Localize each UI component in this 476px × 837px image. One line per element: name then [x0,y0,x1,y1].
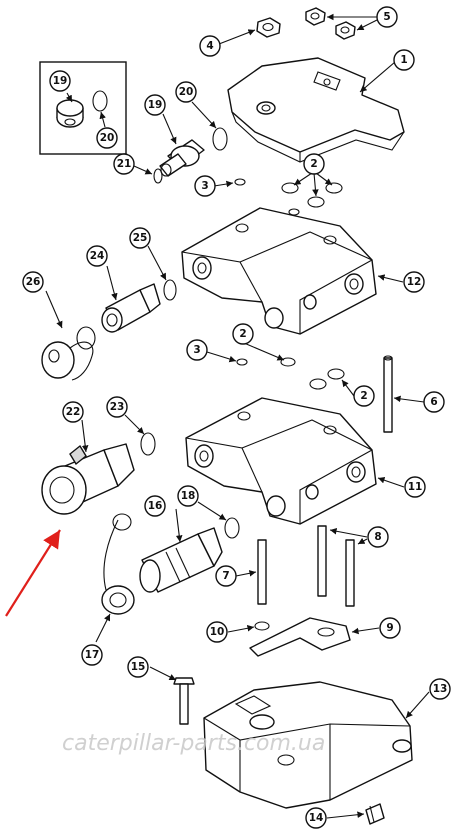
washer-part-10 [254,621,270,631]
callout-18: 18 [177,485,199,507]
seal-ring-part-25 [163,279,177,301]
svg-text:22: 22 [66,406,81,418]
svg-text:10: 10 [210,626,225,638]
callout-25: 25 [129,227,151,249]
svg-text:2: 2 [310,158,317,170]
seal-ring-part-21 [153,168,163,184]
callout-6: 6 [423,391,445,413]
valve-section-part-12 [181,207,377,335]
callout-2-middle: 2 [232,323,254,345]
svg-text:11: 11 [408,481,423,493]
svg-text:24: 24 [90,250,105,262]
callout-22: 22 [62,401,84,423]
bracket-part-9 [249,617,351,657]
base-plate-part-13 [203,681,413,809]
coupling-part-24 [101,283,161,333]
callout-2-upper: 2 [303,153,325,175]
stud-part-7 [257,539,267,605]
svg-text:3: 3 [193,344,200,356]
cover-plate-part-1 [227,57,405,163]
callout-24: 24 [86,245,108,267]
seal-ring-part-20 [212,127,228,151]
svg-text:20: 20 [100,132,115,144]
svg-text:16: 16 [148,500,163,512]
callout-8: 8 [367,526,389,548]
svg-text:25: 25 [133,232,148,244]
dust-cap-part-17 [101,513,135,615]
o-rings-part-2-lower [309,368,345,390]
svg-text:2: 2 [239,328,246,340]
callout-12: 12 [403,271,425,293]
callout-19: 19 [144,94,166,116]
svg-text:18: 18 [181,490,196,502]
nut-part-5b [335,21,356,40]
callout-21: 21 [113,153,135,175]
tie-rod-part-6 [383,355,393,433]
callout-11: 11 [404,476,426,498]
svg-text:19: 19 [53,75,68,87]
callout-20: 20 [175,81,197,103]
svg-text:2: 2 [360,390,367,402]
ring-part-3a [234,178,246,186]
svg-text:12: 12 [407,276,422,288]
callout-23: 23 [106,396,128,418]
callout-3-lower: 3 [186,339,208,361]
svg-text:15: 15 [131,661,146,673]
svg-text:9: 9 [386,622,393,634]
svg-text:1: 1 [400,54,407,66]
callout-15: 15 [127,656,149,678]
callout-9: 9 [379,617,401,639]
nut-part-5a [305,7,326,26]
svg-text:4: 4 [206,40,213,52]
callout-2-lower: 2 [353,385,375,407]
svg-text:6: 6 [430,396,437,408]
callout-1: 1 [393,49,415,71]
svg-text:23: 23 [110,401,125,413]
svg-text:14: 14 [309,812,324,824]
callout-16: 16 [144,495,166,517]
dust-cap-part-26 [41,326,96,381]
svg-text:13: 13 [433,683,448,695]
bolt-part-15 [173,677,195,725]
callout-19-inset: 19 [49,70,71,92]
o-ring-part-2-mid [280,357,296,367]
svg-text:7: 7 [222,570,229,582]
callout-7: 7 [215,565,237,587]
watermark-text: caterpillar-parts.com.ua [62,731,325,756]
o-rings-part-2-upper [281,182,343,208]
svg-text:21: 21 [117,158,132,170]
highlight-arrow [5,529,61,617]
coupler-part-22 [41,443,135,515]
callout-5: 5 [376,6,398,28]
valve-section-part-11 [185,397,377,525]
svg-text:19: 19 [148,99,163,111]
callout-20-inset: 20 [96,127,118,149]
svg-text:5: 5 [383,11,390,23]
callout-13: 13 [429,678,451,700]
callout-3-upper: 3 [194,175,216,197]
plug-part-14 [365,803,385,825]
callout-4: 4 [199,35,221,57]
coupling-part-16 [139,527,223,593]
svg-text:3: 3 [201,180,208,192]
seal-ring-part-23 [140,432,156,456]
callout-14: 14 [305,807,327,829]
callout-10: 10 [206,621,228,643]
ring-part-3b [236,358,248,366]
nut-part-4 [256,17,281,38]
studs-part-8 [317,525,355,607]
leader-lines [45,13,430,819]
plug-part-19 [159,139,205,177]
svg-text:20: 20 [179,86,194,98]
callout-26: 26 [22,271,44,293]
callout-17: 17 [81,644,103,666]
seal-ring-part-18 [224,517,240,539]
svg-text:17: 17 [85,649,100,661]
svg-text:8: 8 [374,531,381,543]
svg-text:26: 26 [26,276,41,288]
